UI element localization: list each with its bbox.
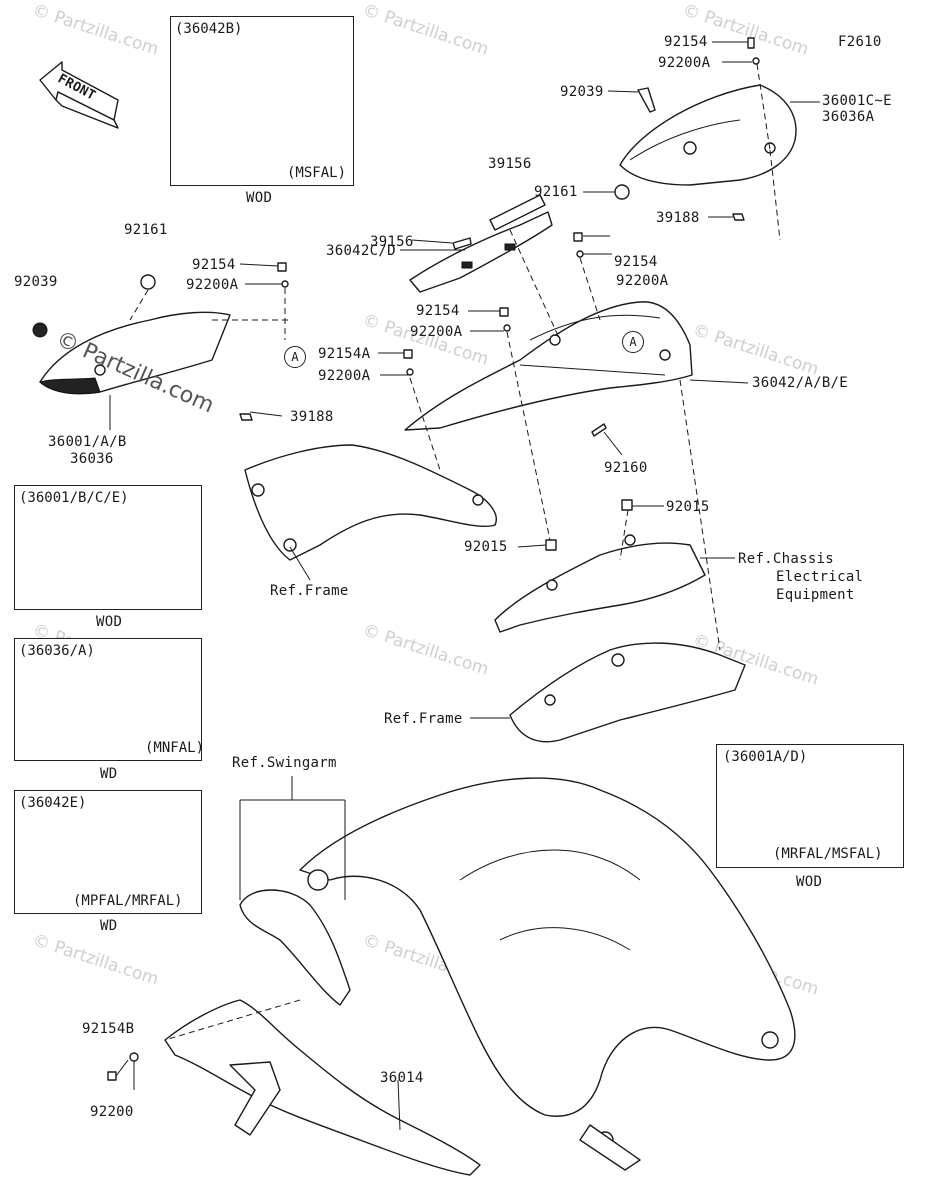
ref-frame-label: Ref.Frame <box>384 711 463 727</box>
part-label-36042: 36042/A/B/E <box>752 375 849 391</box>
part-label-39188: 39188 <box>290 409 334 425</box>
part-label-92200A: 92200A <box>318 368 371 384</box>
tail-piece-36042CD-illustration <box>409 194 553 293</box>
ref-chassis-label: Electrical <box>776 569 864 585</box>
variant-box-36042E: (36042E) (MPFAL/MRFAL) <box>14 790 202 914</box>
variant-title: (36001A/D) <box>723 749 808 765</box>
part-label-36001C-E: 36001C~E <box>822 93 892 109</box>
part-label-92200A: 92200A <box>410 324 463 340</box>
chain-slider-illustration <box>239 889 351 1006</box>
variant-note: (MPFAL/MRFAL) <box>73 893 183 909</box>
part-label-39156: 39156 <box>488 156 532 172</box>
seat-cowl-36042-illustration <box>404 301 693 431</box>
part-label-92154: 92154 <box>192 257 236 273</box>
part-label-92200A: 92200A <box>186 277 239 293</box>
variant-title: (36001/B/C/E) <box>19 490 129 506</box>
part-label-92015: 92015 <box>464 539 508 555</box>
ref-frame-label: Ref.Frame <box>270 583 349 599</box>
part-label-92161: 92161 <box>534 184 578 200</box>
fastener-icons <box>32 37 760 1081</box>
variant-caption: WOD <box>246 190 273 206</box>
variant-caption: WOD <box>96 614 123 630</box>
variant-box-36001BCE: (36001/B/C/E) <box>14 485 202 610</box>
variant-box-36001AD: (36001A/D) (MRFAL/MSFAL) <box>716 744 904 868</box>
part-label-92200A: 92200A <box>658 55 711 71</box>
part-label-39188: 39188 <box>656 210 700 226</box>
variant-title: (36036/A) <box>19 643 95 659</box>
variant-caption: WOD <box>796 874 823 890</box>
variant-note: (MNFAL) <box>145 740 205 756</box>
part-label-92015: 92015 <box>666 499 710 515</box>
part-label-92154: 92154 <box>614 254 658 270</box>
part-label-36036A: 36036A <box>822 109 875 125</box>
assembly-dashes <box>129 63 781 1041</box>
variant-box-36036A: (36036/A) (MNFAL) <box>14 638 205 761</box>
ref-chassis-label: Equipment <box>776 587 855 603</box>
part-label-92160: 92160 <box>604 460 648 476</box>
part-label-36014: 36014 <box>380 1070 424 1086</box>
variant-caption: WD <box>100 918 118 934</box>
chain-guard-illustration <box>164 999 481 1176</box>
part-label-92161: 92161 <box>124 222 168 238</box>
variant-title: (36042E) <box>19 795 87 811</box>
part-label-36001AB: 36001/A/B <box>48 434 127 450</box>
part-label-92039: 92039 <box>560 84 604 100</box>
front-arrow-icon <box>39 61 119 129</box>
part-label-39156: 39156 <box>370 234 414 250</box>
variant-caption: WD <box>100 766 118 782</box>
part-label-92154: 92154 <box>416 303 460 319</box>
ref-swingarm-label: Ref.Swingarm <box>232 755 337 771</box>
callout-a-right: A <box>622 331 644 353</box>
side-cover-36001AB-illustration <box>38 311 231 395</box>
leader-lines <box>109 41 820 1131</box>
variant-note: (MRFAL/MSFAL) <box>773 846 883 862</box>
part-label-36036: 36036 <box>70 451 114 467</box>
part-label-92154A: 92154A <box>318 346 371 362</box>
part-label-92039: 92039 <box>14 274 58 290</box>
rear-frame-illustration <box>509 642 746 743</box>
variant-note: (MSFAL) <box>287 165 347 181</box>
part-label-92154B: 92154B <box>82 1021 135 1037</box>
swingarm-illustration <box>299 777 796 1171</box>
callout-a-left: A <box>284 346 306 368</box>
part-label-92200A: 92200A <box>616 273 669 289</box>
part-label-92154: 92154 <box>664 34 708 50</box>
variant-box-36042B: (36042B) (MSFAL) <box>170 16 354 186</box>
variant-title: (36042B) <box>175 21 243 37</box>
side-cover-36001C-E-illustration <box>619 84 797 186</box>
ref-chassis-label: Ref.Chassis <box>738 551 835 567</box>
electrical-tray-illustration <box>494 534 706 633</box>
part-label-36042C-D: 36042C/D <box>326 243 396 259</box>
diagram-id: F2610 <box>838 34 882 50</box>
frame-rail-illustration <box>244 444 497 561</box>
part-label-92200: 92200 <box>90 1104 134 1120</box>
